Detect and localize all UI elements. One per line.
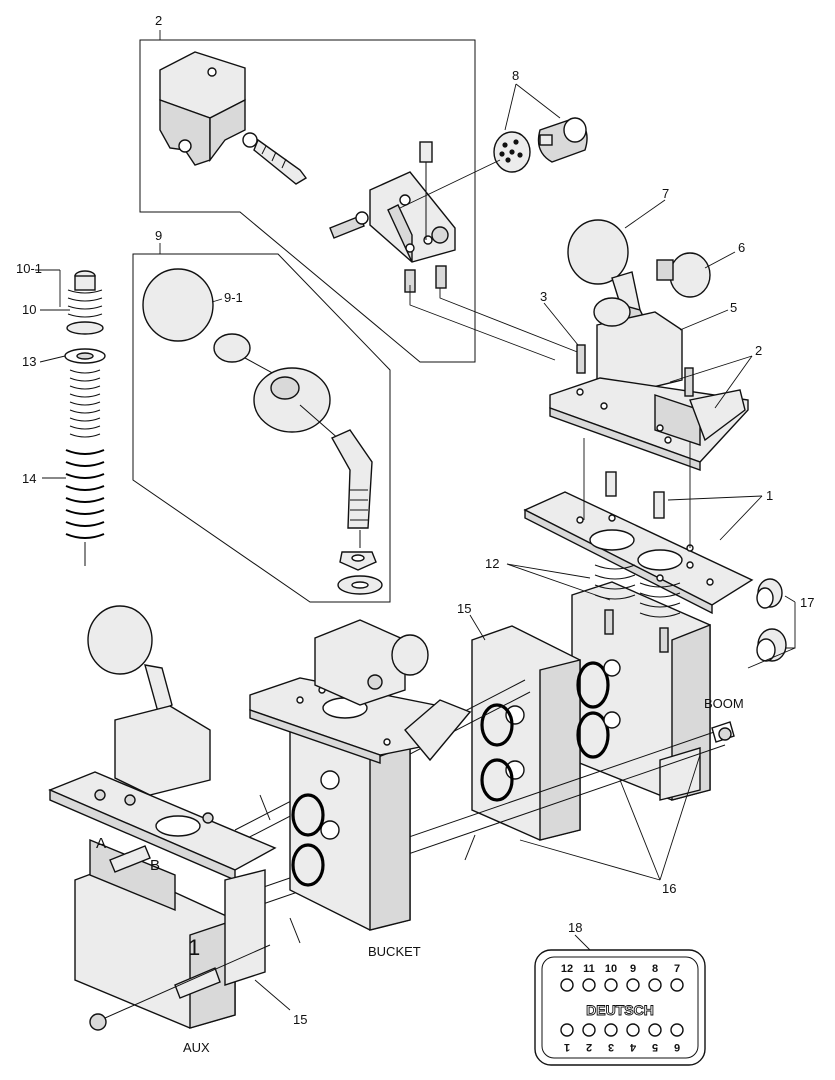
knob-6 [656,252,711,298]
connector-pin-label: 1 [564,1041,570,1053]
detail-box-2 [139,39,476,363]
mounting-plate-1 [523,438,754,615]
body-marks: A B 1 [96,835,200,960]
connector-pin-label: 7 [674,963,680,975]
end-plate-15-top [471,625,581,841]
connector-pin-label: 3 [608,1041,614,1053]
leaders-box-2 [159,30,586,361]
fittings-17 [756,578,787,662]
callout-6: 6 [738,240,745,255]
callout-16: 16 [662,881,676,896]
connector-pin-label: 8 [652,963,658,975]
connector-pin-socket [560,978,574,992]
callout-8: 8 [512,68,519,83]
callout-15-top: 15 [457,601,471,616]
callout-10-1: 10-1 [16,261,42,276]
part-8-plate [493,131,531,173]
callout-2-right: 2 [755,343,762,358]
callout-9: 9 [155,228,162,243]
connector-pin-label: 2 [586,1041,592,1053]
port-b-mark: B [150,857,160,874]
connector-bottom-pins: 1 2 3 4 5 6 [560,1023,684,1053]
port-a-mark: A [96,835,106,852]
connector-pin-label: 9 [630,963,636,975]
connector-pin-socket [648,978,662,992]
spring-stack [35,269,106,566]
label-bucket: BUCKET [368,944,421,959]
callout-7: 7 [662,186,669,201]
connector-top-pins: 12 11 10 9 8 7 [560,963,684,992]
connector-pin-label: 12 [561,963,573,975]
callout-17: 17 [800,595,814,610]
label-boom: BOOM [704,696,744,711]
detail-box-9 [132,243,391,603]
callout-1: 1 [766,488,773,503]
bracket-part [159,51,246,166]
connector-pin-label: 6 [674,1041,680,1053]
callout-14: 14 [22,471,36,486]
callout-2-top: 2 [155,13,162,28]
handle-cap-9-1 [142,268,214,342]
connector-pin-socket [604,1023,618,1037]
angle-bracket-part [329,141,456,263]
connector-pin-label: 4 [629,1041,636,1053]
o-rings-bucket [291,793,325,887]
callout-10: 10 [22,302,36,317]
connector-pin-socket [604,978,618,992]
part-8-collar [537,117,588,163]
callout-leaders [211,199,796,1011]
connector-pin-socket [560,1023,574,1037]
callout-15-bottom: 15 [293,1012,307,1027]
section-fittings-boom [603,659,621,729]
connector-pin-socket [582,1023,596,1037]
connector-pin-socket [626,978,640,992]
deutsch-connector [534,934,706,1066]
o-rings-15 [480,661,610,802]
bolt-part [242,132,308,185]
connector-brand: DEUTSCH [586,1002,654,1018]
connector-pin-label: 5 [652,1041,658,1053]
aux-valve-section [48,705,277,1029]
connector-pin-socket [670,1023,684,1037]
callout-9-1: 9-1 [224,290,243,305]
connector-pin-label: 11 [583,963,595,975]
handle-assembly-9 [213,333,383,595]
upper-assembly-right [549,297,749,471]
aux-joystick-handle [87,605,173,714]
section-number-mark: 1 [188,935,200,960]
connector-pin-socket [670,978,684,992]
label-aux: AUX [183,1040,210,1055]
connector-pin-socket [648,1023,662,1037]
connector-pin-socket [582,978,596,992]
connector-pin-socket [626,1023,640,1037]
callout-18: 18 [568,920,582,935]
bucket-valve-section [249,619,472,931]
connector-pin-label: 10 [605,963,617,975]
section-labels: BOOM BUCKET AUX [183,696,744,1055]
callout-labels: 2 8 7 6 5 3 2 9 9-1 10-1 10 13 14 1 12 1… [16,13,814,1027]
callout-13: 13 [22,354,36,369]
callout-5: 5 [730,300,737,315]
callout-12: 12 [485,556,499,571]
callout-3: 3 [540,289,547,304]
aux-fittings [89,845,271,1031]
